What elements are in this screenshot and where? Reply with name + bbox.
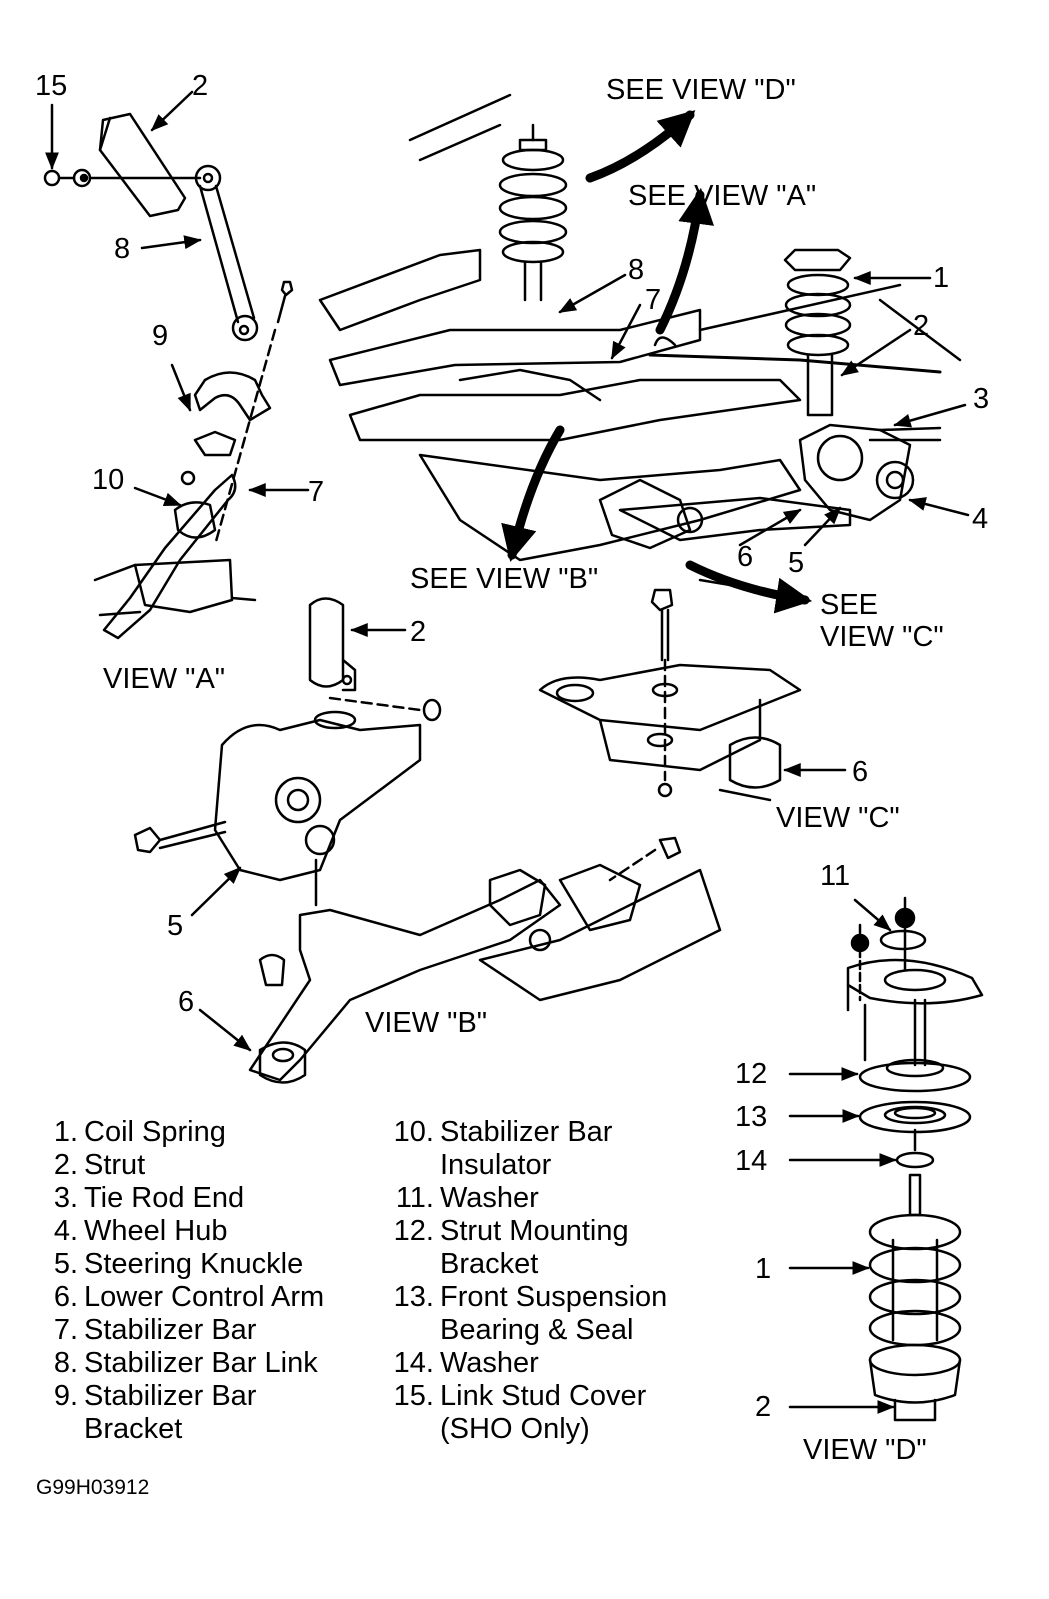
legend-item: 2.Strut (53, 1149, 146, 1181)
legend-item: 13.Front Suspension Bearing & Seal (393, 1281, 668, 1346)
stabilizer-bar-bracket-part (193, 371, 272, 422)
legend-item: 10.Stabilizer Bar Insulator (393, 1116, 613, 1181)
callout-11: 11 (820, 860, 851, 892)
callout-arrows (45, 90, 970, 1414)
callout-2: 2 (755, 1391, 772, 1423)
legend-item: 11.Washer (395, 1182, 539, 1214)
view-c-title: VIEW "C" (776, 802, 900, 834)
view-c-lower-control-arm-bushing (728, 736, 782, 789)
callout-8: 8 (114, 233, 131, 265)
legend-right-column: 10.Stabilizer Bar Insulator 11.Washer 12… (386, 1116, 668, 1446)
callout-12: 12 (735, 1058, 768, 1090)
callout-6: 6 (852, 756, 869, 788)
view-a-art (43, 112, 294, 640)
stabilizer-bar-insulator-part (173, 501, 217, 539)
view-b-art (133, 597, 722, 1084)
see-view-d-label: SEE VIEW "D" (606, 74, 796, 106)
view-a-title: VIEW "A" (103, 663, 226, 695)
legend-item: 6.Lower Control Arm (53, 1281, 325, 1313)
legend-item: 4.Wheel Hub (53, 1215, 228, 1247)
callout-2: 2 (410, 616, 427, 648)
arrow-see-view-b (501, 425, 565, 563)
legend-item: 15.Link Stud Cover (SHO Only) (393, 1380, 647, 1445)
view-c-art (538, 588, 802, 802)
legend-item: 9.Stabilizer Bar Bracket (53, 1380, 257, 1445)
view-d-strut-part (893, 1398, 937, 1422)
callout-6: 6 (178, 986, 195, 1018)
stabilizer-bar-link-part (194, 164, 222, 192)
stabilizer-bar-part (102, 473, 237, 640)
see-view-b-label: SEE VIEW "B" (410, 563, 599, 595)
callout-2: 2 (913, 310, 930, 342)
main-coil-spring-left (498, 123, 568, 302)
figure-code: G99H03912 (36, 1476, 150, 1499)
callout-7: 7 (308, 476, 325, 508)
view-d-coil-spring (868, 1213, 962, 1347)
legend-item: 1.Coil Spring (53, 1116, 226, 1148)
strut-part (98, 112, 187, 218)
strut-mounting-bracket-part (858, 1061, 972, 1093)
main-coil-spring-right (783, 248, 852, 417)
legend-item: 8.Stabilizer Bar Link (53, 1347, 318, 1379)
callout-15: 15 (35, 70, 68, 102)
callout-10: 10 (92, 464, 125, 496)
callout-5: 5 (167, 910, 184, 942)
see-view-a-label: SEE VIEW "A" (628, 180, 817, 212)
see-view-c-label: SEE VIEW "C" (820, 589, 944, 653)
legend-item: 5.Steering Knuckle (53, 1248, 304, 1280)
view-d-title: VIEW "D" (803, 1434, 927, 1466)
link-stud-cover-part (43, 169, 61, 187)
callout-2: 2 (192, 70, 209, 102)
steering-knuckle-part (213, 718, 422, 882)
callout-14: 14 (735, 1145, 768, 1177)
legend-item: 12.Strut Mounting Bracket (393, 1215, 629, 1280)
callout-4: 4 (972, 503, 989, 535)
legend-item: 14.Washer (393, 1347, 539, 1379)
callout-13: 13 (735, 1101, 768, 1133)
callout-1: 1 (755, 1253, 772, 1285)
legend-item: 7.Stabilizer Bar (53, 1314, 257, 1346)
legend-left-column: 1.Coil Spring 2.Strut 3.Tie Rod End 4.Wh… (44, 1116, 324, 1446)
callout-7: 7 (645, 284, 662, 316)
lower-control-arm-part (248, 878, 562, 1082)
legend-item: 3.Tie Rod End (53, 1182, 245, 1214)
arrow-see-view-d (585, 110, 696, 183)
callout-6: 6 (737, 541, 754, 573)
callout-8: 8 (628, 254, 645, 286)
callout-1: 1 (933, 262, 950, 294)
view-b-strut-part (308, 597, 345, 688)
callout-9: 9 (152, 320, 169, 352)
washer-14-part (895, 1151, 935, 1169)
main-assembly-art (318, 93, 962, 592)
arrow-see-view-c (685, 560, 813, 614)
arrow-see-view-a (655, 187, 715, 335)
view-d-art (846, 896, 984, 1422)
view-b-title: VIEW "B" (365, 1007, 488, 1039)
washer-part (879, 929, 927, 951)
callout-3: 3 (973, 383, 990, 415)
callout-5: 5 (788, 547, 805, 579)
